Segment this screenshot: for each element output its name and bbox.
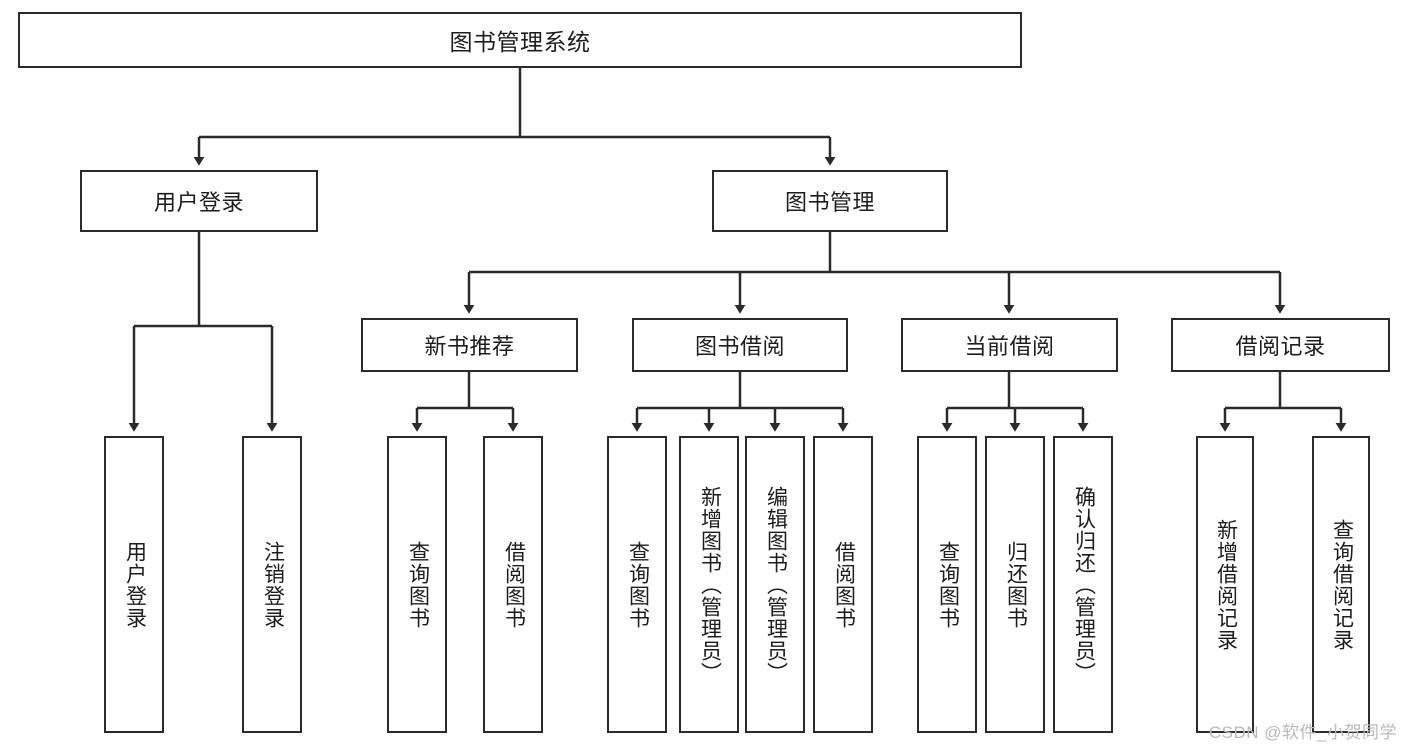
node-root-label: 图书管理系统 [449,29,591,55]
node-leaf-query-record[interactable]: 查询借阅记录 [1312,436,1370,733]
node-leaf-query-record-label: 查询借阅记录 [1330,518,1354,651]
node-leaf-query-book-a[interactable]: 查询图书 [387,436,447,733]
node-leaf-borrow-book-a[interactable]: 借阅图书 [483,436,543,733]
node-book-manage-label: 图书管理 [784,190,875,215]
node-user-login-label: 用户登录 [153,190,244,215]
node-current-borrow-label: 当前借阅 [964,334,1055,359]
node-book-borrow-label: 图书借阅 [694,334,785,359]
node-leaf-borrow-book-b-label: 借阅图书 [832,540,856,629]
node-leaf-query-book-c-label: 查询图书 [936,540,960,629]
node-leaf-query-book-a-label: 查询图书 [406,540,430,629]
node-leaf-user-login-label: 用户登录 [123,540,147,629]
node-leaf-logout-label: 注销登录 [261,540,285,629]
node-leaf-query-book-b-label: 查询图书 [626,540,650,629]
node-leaf-edit-book-label: 编辑图书（管理员） [764,485,788,684]
node-book-borrow[interactable]: 图书借阅 [632,318,848,372]
node-current-borrow[interactable]: 当前借阅 [901,318,1118,372]
node-leaf-return-book[interactable]: 归还图书 [985,436,1045,733]
node-root[interactable]: 图书管理系统 [18,12,1022,68]
node-leaf-add-record[interactable]: 新增借阅记录 [1196,436,1254,733]
node-leaf-edit-book[interactable]: 编辑图书（管理员） [745,436,805,733]
node-leaf-borrow-book-b[interactable]: 借阅图书 [813,436,873,733]
node-borrow-record[interactable]: 借阅记录 [1171,318,1390,372]
node-new-book-rec-label: 新书推荐 [424,334,515,359]
node-leaf-user-login[interactable]: 用户登录 [104,436,164,733]
node-leaf-query-book-c[interactable]: 查询图书 [917,436,977,733]
node-leaf-add-record-label: 新增借阅记录 [1214,518,1238,651]
node-leaf-confirm-return[interactable]: 确认归还（管理员） [1053,436,1113,733]
node-book-manage[interactable]: 图书管理 [712,170,948,232]
node-leaf-return-book-label: 归还图书 [1004,540,1028,629]
node-borrow-record-label: 借阅记录 [1235,334,1326,359]
node-leaf-add-book[interactable]: 新增图书（管理员） [679,436,739,733]
node-leaf-logout[interactable]: 注销登录 [242,436,302,733]
node-user-login[interactable]: 用户登录 [80,170,318,232]
node-leaf-borrow-book-a-label: 借阅图书 [502,540,526,629]
node-leaf-confirm-return-label: 确认归还（管理员） [1072,485,1096,684]
node-leaf-query-book-b[interactable]: 查询图书 [607,436,667,733]
node-leaf-add-book-label: 新增图书（管理员） [698,485,722,684]
node-new-book-rec[interactable]: 新书推荐 [361,318,578,372]
